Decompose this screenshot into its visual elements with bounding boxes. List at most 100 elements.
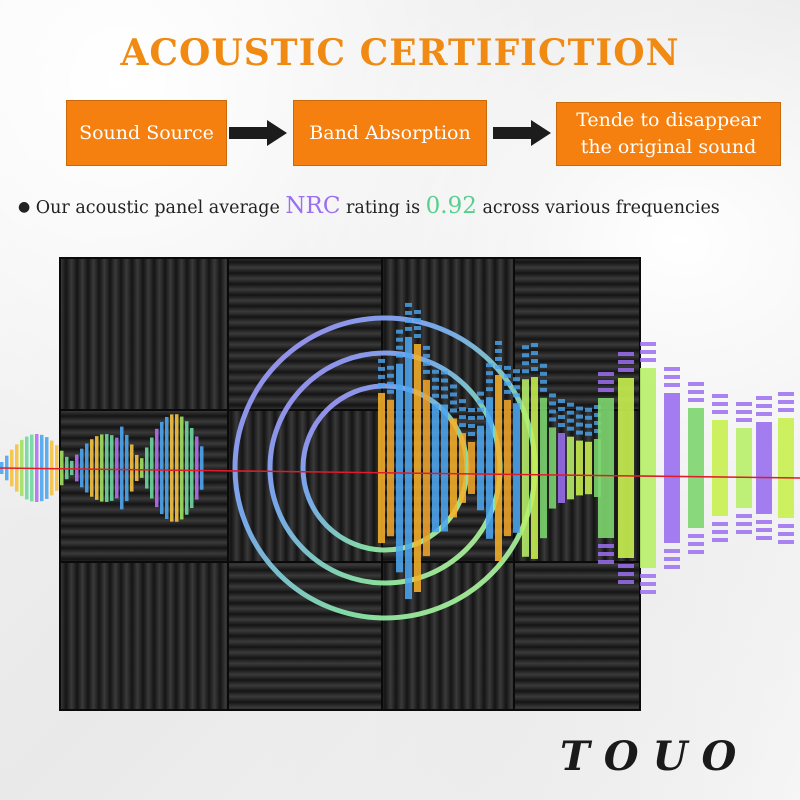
equalizer-segment xyxy=(414,325,421,330)
equalizer-segment xyxy=(688,390,704,394)
equalizer-segment xyxy=(756,412,772,416)
equalizer-segment xyxy=(618,368,634,372)
equalizer-segment xyxy=(585,407,592,412)
equalizer-segment xyxy=(387,389,394,394)
equalizer-segment xyxy=(585,423,592,428)
equalizer-segment xyxy=(378,382,385,387)
equalizer-segment xyxy=(441,378,448,383)
equalizer-segment xyxy=(558,423,565,428)
equalizer-segment xyxy=(486,379,493,384)
equalizer-segment xyxy=(522,369,529,374)
equalizer-segment xyxy=(558,415,565,420)
waveform-bar xyxy=(195,436,199,500)
equalizer-segment xyxy=(423,345,430,350)
equalizer-segment xyxy=(486,387,493,392)
bullet-icon: ● xyxy=(18,199,31,215)
waveform-bar xyxy=(190,427,194,509)
equalizer-segment xyxy=(450,384,457,389)
equalizer-bar xyxy=(477,425,484,511)
waveform-bar xyxy=(120,426,124,510)
waveform-bar xyxy=(115,437,119,499)
equalizer-segment xyxy=(688,542,704,546)
equalizer-bar xyxy=(387,399,394,537)
equalizer-segment xyxy=(459,423,466,428)
equalizer-bar xyxy=(450,418,457,518)
flow-step-sound-source: Sound Source xyxy=(66,100,227,166)
equalizer-bar xyxy=(688,408,704,528)
equalizer-segment xyxy=(450,400,457,405)
equalizer-segment xyxy=(712,538,728,542)
equalizer-segment xyxy=(664,375,680,379)
waveform-bar xyxy=(180,416,184,520)
equalizer-segment xyxy=(477,415,484,420)
equalizer-segment xyxy=(432,377,439,382)
equalizer-segment xyxy=(688,398,704,402)
equalizer-segment xyxy=(522,345,529,350)
equalizer-segment xyxy=(540,363,547,368)
equalizer-segment xyxy=(688,534,704,538)
equalizer-segment xyxy=(598,388,614,392)
equalizer-bar xyxy=(378,392,385,544)
equalizer-segment xyxy=(640,358,656,362)
equalizer-segment xyxy=(585,431,592,436)
equalizer-segment xyxy=(387,373,394,378)
equalizer-segment xyxy=(664,557,680,561)
equalizer-segment xyxy=(495,340,502,345)
equalizer-segment xyxy=(756,396,772,400)
equalizer-segment xyxy=(576,406,583,411)
equalizer-segment xyxy=(387,381,394,386)
equalizer-bar xyxy=(549,427,556,509)
equalizer-segment xyxy=(778,400,794,404)
equalizer-segment xyxy=(712,410,728,414)
brand-logo: TOUO xyxy=(560,733,751,780)
equalizer-segment xyxy=(468,431,475,436)
equalizer-segment xyxy=(513,377,520,382)
waveform-bar xyxy=(75,454,79,482)
equalizer-segment xyxy=(756,528,772,532)
equalizer-bar xyxy=(712,420,728,516)
equalizer-segment xyxy=(468,407,475,412)
equalizer-segment xyxy=(540,371,547,376)
equalizer-segment xyxy=(396,353,403,358)
equalizer-bar xyxy=(540,397,547,539)
equalizer-segment xyxy=(664,549,680,553)
equalizer-segment xyxy=(432,393,439,398)
equalizer-bar xyxy=(567,436,574,500)
equalizer-segment xyxy=(640,590,656,594)
foam-panel xyxy=(59,257,229,411)
equalizer-bar xyxy=(618,378,634,558)
sound-axis-line xyxy=(0,467,800,479)
equalizer-segment xyxy=(598,544,614,548)
waveform-bar xyxy=(125,434,129,502)
equalizer-segment xyxy=(414,309,421,314)
waveform-bar xyxy=(155,428,159,508)
equalizer-segment xyxy=(423,369,430,374)
equalizer-segment xyxy=(756,404,772,408)
equalizer-segment xyxy=(513,385,520,390)
equalizer-segment xyxy=(640,574,656,578)
equalizer-segment xyxy=(405,318,412,323)
waveform-bar xyxy=(200,446,204,490)
claim-middle: rating is xyxy=(346,198,421,218)
nrc-claim: ● Our acoustic panel average NRC rating … xyxy=(18,193,798,219)
equalizer-segment xyxy=(756,536,772,540)
equalizer-segment xyxy=(504,373,511,378)
equalizer-segment xyxy=(640,350,656,354)
equalizer-segment xyxy=(585,415,592,420)
equalizer-segment xyxy=(618,580,634,584)
equalizer-segment xyxy=(558,399,565,404)
equalizer-segment xyxy=(495,364,502,369)
equalizer-segment xyxy=(504,365,511,370)
equalizer-bar xyxy=(640,368,656,568)
equalizer-segment xyxy=(450,392,457,397)
equalizer-bar xyxy=(664,393,680,543)
equalizer-segment xyxy=(504,389,511,394)
equalizer-segment xyxy=(778,532,794,536)
equalizer-segment xyxy=(513,393,520,398)
equalizer-segment xyxy=(598,560,614,564)
equalizer-segment xyxy=(495,356,502,361)
equalizer-segment xyxy=(567,410,574,415)
flow-step-disappear: Tende to disappear the original sound xyxy=(556,102,781,166)
equalizer-segment xyxy=(598,552,614,556)
equalizer-bar xyxy=(486,397,493,539)
